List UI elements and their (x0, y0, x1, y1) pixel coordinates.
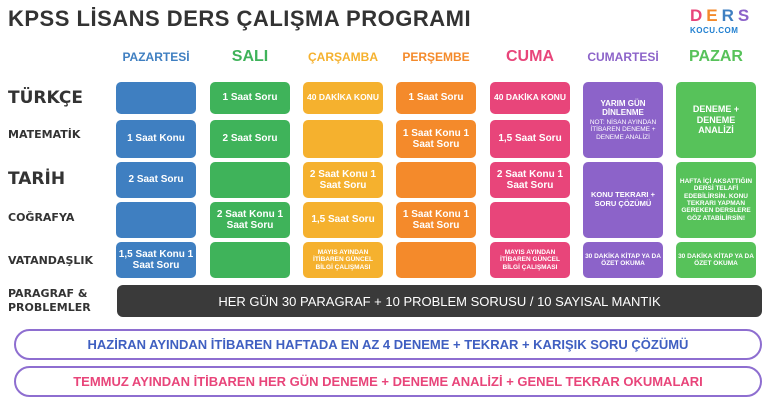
cell-tuesday-tarih (210, 162, 290, 198)
logo-bottom: KOCU.COM (690, 26, 739, 35)
cell-friday-tarih: 2 Saat Konu 1 Saat Soru (490, 162, 570, 198)
logo-letter: E (706, 6, 721, 25)
cell-tuesday-turkce: 1 Saat Soru (210, 82, 290, 114)
daily-task-bar: HER GÜN 30 PARAGRAF + 10 PROBLEM SORUSU … (117, 285, 762, 317)
cell-thursday-tarih (396, 162, 476, 198)
logo-letter: S (737, 6, 753, 25)
cell-sunday-tarih-cografya: HAFTA İÇİ AKSATTIĞIN DERSİ TELAFİ EDEBİL… (676, 162, 756, 238)
cell-wednesday-cografya: 1,5 Saat Soru (303, 202, 383, 238)
cell-saturday-vatandaslik: 30 DAKİKA KİTAP YA DA ÖZET OKUMA (583, 242, 663, 278)
note-july: TEMMUZ AYINDAN İTİBAREN HER GÜN DENEME +… (14, 366, 762, 397)
logo-letter: R (721, 6, 737, 25)
day-header-saturday: CUMARTESİ (587, 50, 659, 64)
cell-tuesday-cografya: 2 Saat Konu 1 Saat Soru (210, 202, 290, 238)
day-header-thursday: PERŞEMBE (402, 50, 470, 64)
cell-monday-turkce (116, 82, 196, 114)
day-header-friday: CUMA (506, 48, 554, 65)
cell-wednesday-turkce: 40 DAKİKA KONU (303, 82, 383, 114)
page-title: KPSS LİSANS DERS ÇALIŞMA PROGRAMI (8, 6, 472, 31)
cell-saturday-turkce-matematik: YARIM GÜN DİNLENME NOT: NİSAN AYINDAN İT… (583, 82, 663, 158)
subject-paragraf: PARAGRAF & PROBLEMLER (8, 287, 91, 315)
cell-monday-matematik: 1 Saat Konu (116, 120, 196, 158)
cell-friday-vatandaslik: MAYIS AYINDAN İTİBAREN GÜNCEL BİLGİ ÇALI… (490, 242, 570, 278)
cell-sunday-turkce-matematik: DENEME + DENEME ANALİZİ (676, 82, 756, 158)
logo-letter: D (690, 6, 706, 25)
cell-friday-matematik: 1,5 Saat Soru (490, 120, 570, 158)
day-header-sunday: PAZAR (689, 48, 743, 65)
cell-friday-turkce: 40 DAKİKA KONU (490, 82, 570, 114)
subject-tarih: TARİH (8, 169, 66, 189)
subject-turkce: TÜRKÇE (8, 88, 83, 108)
cell-thursday-turkce: 1 Saat Soru (396, 82, 476, 114)
cell-tuesday-matematik: 2 Saat Soru (210, 120, 290, 158)
subject-matematik: MATEMATİK (8, 128, 81, 141)
cell-wednesday-matematik (303, 120, 383, 158)
note-june: HAZİRAN AYINDAN İTİBAREN HAFTADA EN AZ 4… (14, 329, 762, 360)
day-header-monday: PAZARTESİ (122, 50, 190, 64)
cell-thursday-vatandaslik (396, 242, 476, 278)
cell-thursday-matematik: 1 Saat Konu 1 Saat Soru (396, 120, 476, 158)
cell-tuesday-vatandaslik (210, 242, 290, 278)
cell-saturday-tarih-cografya: KONU TEKRARI + SORU ÇÖZÜMÜ (583, 162, 663, 238)
cell-friday-cografya (490, 202, 570, 238)
cell-thursday-cografya: 1 Saat Konu 1 Saat Soru (396, 202, 476, 238)
saturday-rest-text: YARIM GÜN DİNLENME (600, 98, 646, 117)
cell-monday-tarih: 2 Saat Soru (116, 162, 196, 198)
day-header-wednesday: ÇARŞAMBA (308, 50, 378, 64)
cell-monday-vatandaslik: 1,5 Saat Konu 1 Saat Soru (116, 242, 196, 278)
cell-sunday-vatandaslik: 30 DAKİKA KİTAP YA DA ÖZET OKUMA (676, 242, 756, 278)
saturday-note-text: NOT: NİSAN AYINDAN İTİBAREN DENEME + DEN… (589, 118, 657, 141)
subject-vatandaslik: VATANDAŞLIK (8, 254, 93, 267)
day-header-tuesday: SALI (231, 48, 269, 65)
cell-wednesday-tarih: 2 Saat Konu 1 Saat Soru (303, 162, 383, 198)
subject-cografya: COĞRAFYA (8, 211, 75, 224)
cell-monday-cografya (116, 202, 196, 238)
cell-wednesday-vatandaslik: MAYIS AYINDAN İTİBAREN GÜNCEL BİLGİ ÇALI… (303, 242, 383, 278)
